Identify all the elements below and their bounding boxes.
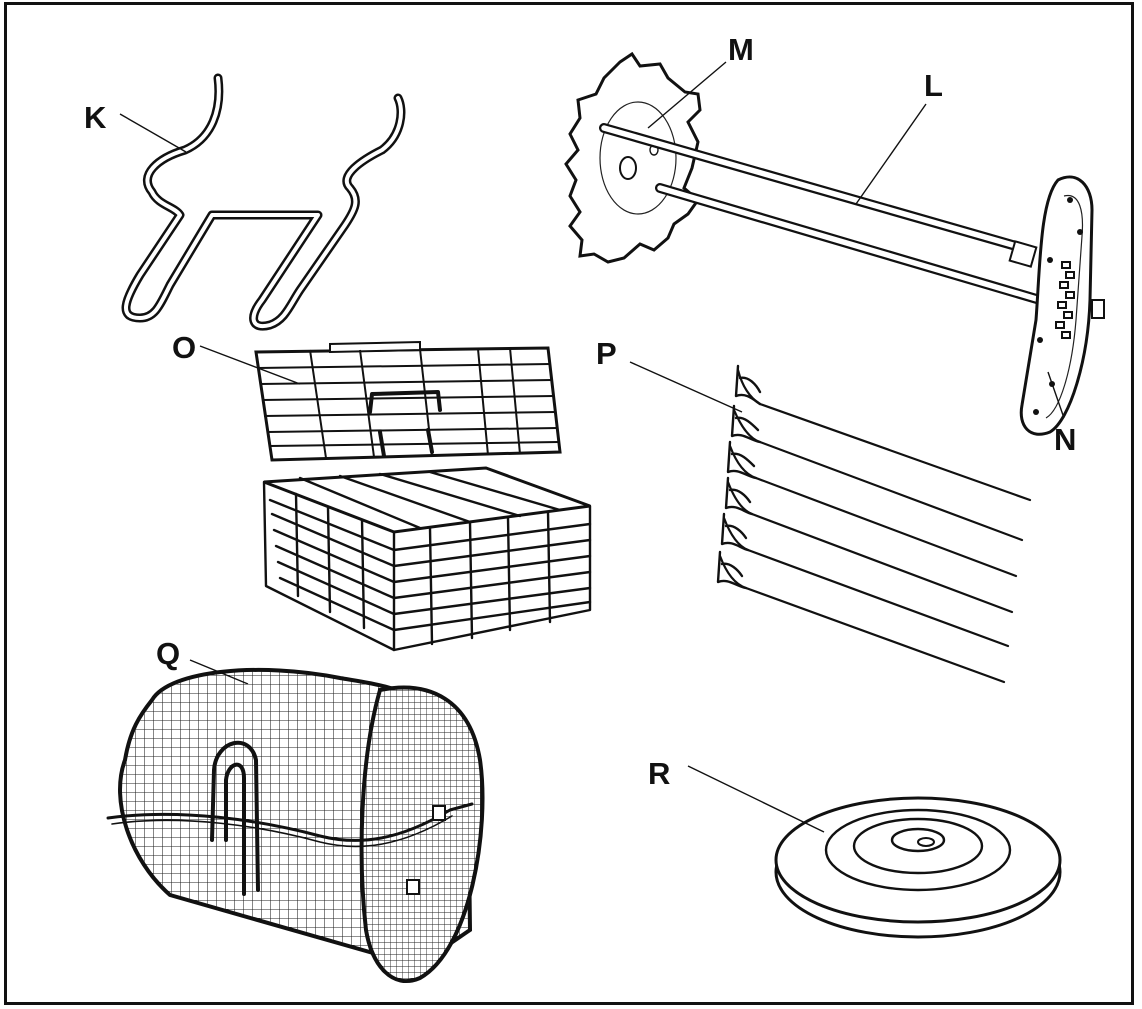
leader-l <box>855 103 927 205</box>
callout-l: L <box>924 68 943 103</box>
part-m-spit-wheel <box>564 51 702 264</box>
callout-p: P <box>596 336 617 371</box>
leader-k <box>119 113 187 153</box>
part-q-mesh-drum <box>106 667 485 983</box>
leader-r <box>687 765 825 833</box>
callout-o: O <box>172 330 196 365</box>
part-k-wire-handle <box>121 73 406 331</box>
part-l-spit-rods <box>599 123 1045 305</box>
part-o-rack-lid <box>254 340 562 462</box>
leader-m <box>647 61 727 129</box>
callout-q: Q <box>156 636 180 671</box>
callout-n: N <box>1054 422 1076 457</box>
part-p-skewers <box>716 364 1032 684</box>
callout-m: M <box>728 32 754 67</box>
leader-o <box>199 345 301 385</box>
part-n-end-plate <box>1019 175 1105 436</box>
part-r-base-plate <box>774 796 1062 939</box>
leader-n <box>1047 371 1065 419</box>
callout-r: R <box>648 756 670 791</box>
leader-q <box>189 659 249 685</box>
leader-p <box>629 361 743 413</box>
leader-lines <box>119 61 1065 833</box>
callout-k: K <box>84 100 107 135</box>
part-o-wire-basket <box>262 466 592 652</box>
